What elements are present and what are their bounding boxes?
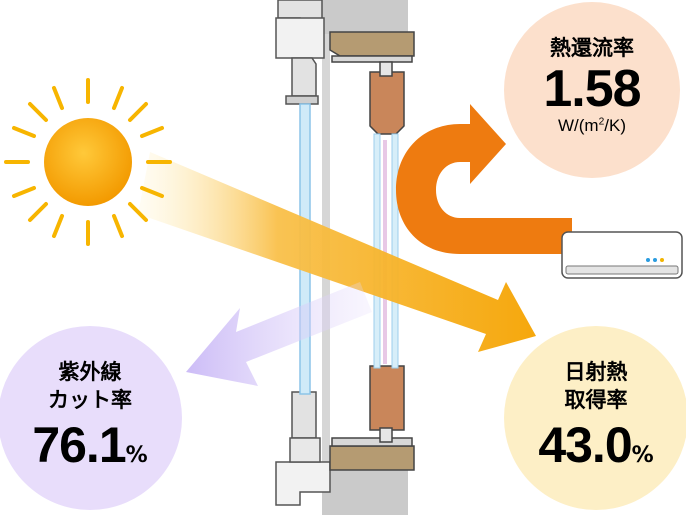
uv-cut-title-line2: カット率 <box>48 388 132 412</box>
solar-gain-title-line2: 取得率 <box>564 388 628 412</box>
heat-transfer-circle <box>504 2 680 178</box>
uv-cut-title-line1: 紫外線 <box>58 360 122 384</box>
air-conditioner-icon <box>561 231 683 279</box>
uv-cut-label: 紫外線 カット率 76.1% <box>4 358 176 474</box>
solar-gain-value: 43.0 <box>538 417 632 473</box>
interior-sill <box>329 31 415 471</box>
heat-transfer-unit: W/(m2/K) <box>558 116 626 135</box>
uv-cut-value: 76.1 <box>32 417 126 473</box>
uv-cut-unit: % <box>125 443 148 468</box>
heat-transfer-value: 1.58 <box>543 60 641 118</box>
solar-gain-label: 日射熱 取得率 43.0% <box>510 358 682 474</box>
heat-transfer-title: 熱還流率 <box>550 36 634 60</box>
solar-gain-circle <box>504 326 686 510</box>
solar-gain-title-line1: 日射熱 <box>564 360 628 384</box>
curved-arrow-icon <box>396 104 572 254</box>
uv-reflected-beam <box>186 282 372 386</box>
sun-icon <box>4 78 172 246</box>
heat-transfer-label: 熱還流率 1.58 W/(m2/K) <box>512 32 672 136</box>
solar-heat-beam <box>138 152 536 352</box>
exterior-frame <box>275 0 331 506</box>
uv-cut-circle <box>0 326 182 510</box>
solar-gain-unit: % <box>631 443 654 468</box>
wooden-sash <box>369 61 405 443</box>
